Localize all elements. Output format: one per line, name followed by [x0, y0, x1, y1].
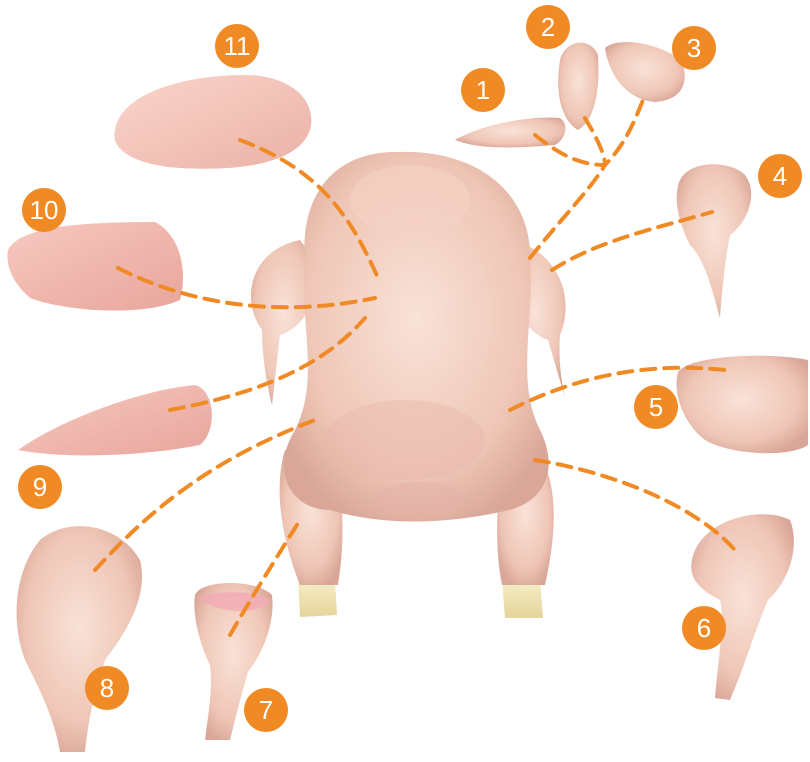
badge-6-label: 6 [697, 613, 711, 643]
badge-5: 5 [634, 385, 678, 429]
breast-skin-on [114, 75, 311, 169]
badge-9: 9 [18, 465, 62, 509]
badge-10-label: 10 [30, 195, 59, 225]
whole-wing [677, 164, 751, 318]
back-portion [677, 356, 808, 453]
badge-1: 1 [461, 68, 505, 112]
badge-7-label: 7 [259, 695, 273, 725]
badge-2: 2 [526, 5, 570, 49]
breast-fillet [7, 222, 183, 311]
badge-2-label: 2 [541, 12, 555, 42]
badge-11: 11 [215, 24, 259, 68]
badge-9-label: 9 [33, 472, 47, 502]
badge-4-label: 4 [773, 161, 787, 191]
badge-8: 8 [85, 666, 129, 710]
badge-3: 3 [672, 26, 716, 70]
badge-11-label: 11 [224, 31, 251, 61]
whole-chicken [251, 152, 566, 618]
badge-8-label: 8 [100, 673, 114, 703]
badge-10: 10 [22, 188, 66, 232]
wing-tip [455, 117, 565, 147]
badge-7: 7 [244, 688, 288, 732]
badge-6: 6 [682, 606, 726, 650]
badge-4: 4 [758, 154, 802, 198]
badge-1-label: 1 [476, 75, 490, 105]
leg-quarter-left [17, 526, 142, 752]
badge-3-label: 3 [687, 33, 701, 63]
wing-flat [558, 43, 598, 130]
badge-5-label: 5 [649, 392, 663, 422]
tenderloin [18, 385, 212, 455]
